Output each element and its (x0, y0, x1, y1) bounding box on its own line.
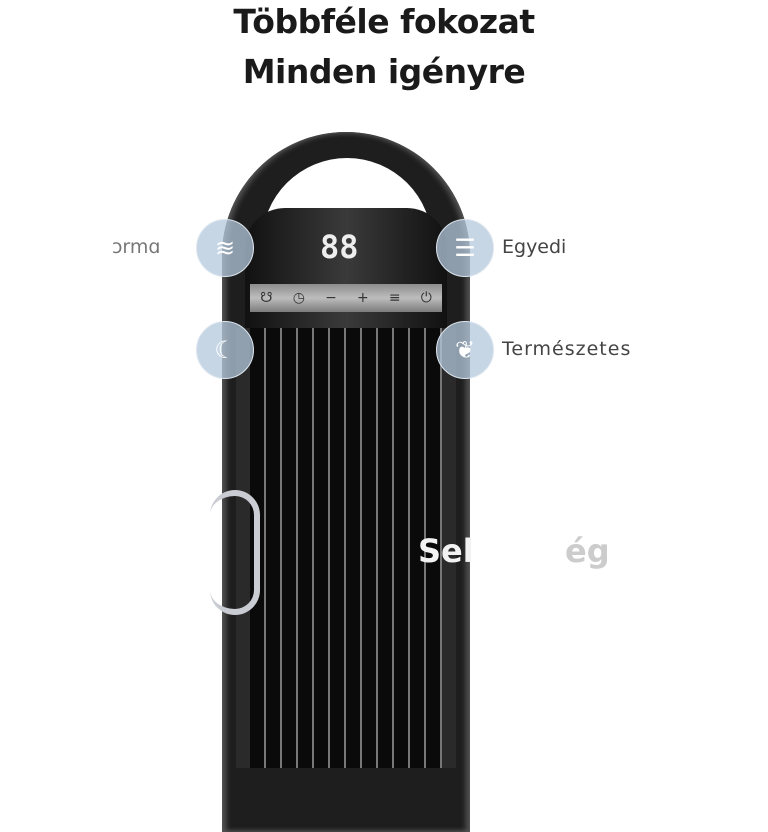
plus-icon[interactable]: + (356, 290, 369, 306)
timer-icon[interactable]: ◷ (292, 290, 305, 306)
minus-icon[interactable]: − (325, 290, 337, 306)
power-icon[interactable]: ⏻ (420, 290, 432, 306)
fan-grille (250, 328, 442, 768)
wind-icon: ≋ (196, 219, 254, 277)
mode-label-normal: ɔrmɑ (112, 236, 161, 258)
control-panel: ☋ ◷ − + ≡ ⏻ (250, 284, 442, 312)
overlay-text-part-1: Sel (418, 532, 474, 570)
fan-display: 88 (320, 228, 359, 266)
fan-side-right (442, 328, 456, 768)
mode-label-natural: Természetes (502, 338, 632, 360)
swing-icon[interactable]: ☋ (260, 290, 273, 306)
leaf-icon: ❦ (436, 321, 494, 379)
mode-label-custom: Egyedi (502, 236, 567, 258)
headline-line-2: Minden igényre (242, 52, 526, 91)
sliders-icon: ☰ (436, 219, 494, 277)
fan-side-left (236, 328, 250, 768)
headline-line-1: Többféle fokozat (233, 2, 535, 41)
overlay-digit-fragment (210, 490, 260, 615)
sleep-moon-icon: ☾ (196, 321, 254, 379)
mode-icon[interactable]: ≡ (388, 290, 401, 306)
overlay-text-part-2: ég (565, 532, 610, 570)
